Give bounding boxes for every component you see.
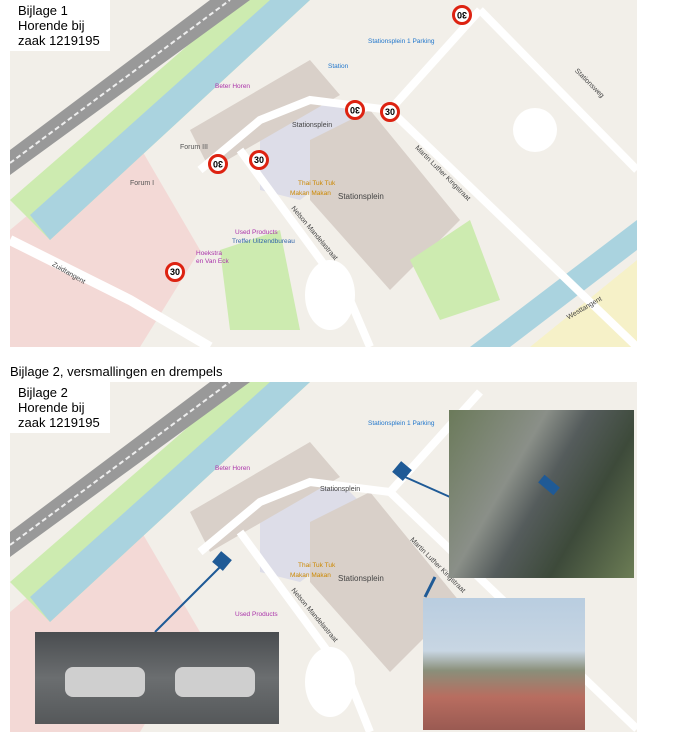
attachment-label: Bijlage 1 Horende bij zaak 1219195: [10, 0, 110, 51]
poi-forum: Forum I: [130, 180, 155, 187]
label-line: zaak 1219195: [18, 33, 100, 48]
aerial-photo: [449, 410, 634, 578]
square-name: Stationsplein: [338, 192, 384, 201]
poi-thai: Thai Tuk Tuk: [298, 562, 336, 569]
street-label: Stationsplein: [320, 486, 361, 493]
label-line: Horende bij: [18, 400, 85, 415]
poi-thai: Thai Tuk Tuk: [298, 180, 336, 187]
speed-limit-30-sign: 30: [165, 262, 185, 282]
map-bijlage-1: Bijlage 1 Horende bij zaak 1219195 Beter…: [10, 0, 637, 347]
speed-limit-30-sign: 30: [452, 5, 472, 25]
label-line: Bijlage 1: [18, 3, 68, 18]
speed-limit-30-sign: 30: [345, 100, 365, 120]
poi-makan: Makan Makan: [290, 572, 331, 579]
narrowing-marker: [538, 474, 560, 496]
poi-parking: Stationsplein 1 Parking: [368, 38, 435, 45]
map-bijlage-2: Bijlage 2 Horende bij zaak 1219195 Beter…: [10, 382, 637, 732]
speed-limit-30-sign: 30: [249, 150, 269, 170]
street-label: Stationsplein: [292, 122, 333, 129]
poi-station: Station: [328, 63, 349, 70]
label-line: Bijlage 2: [18, 385, 68, 400]
speed-limit-30-sign: 30: [208, 154, 228, 174]
poi-used-products: Used Products: [235, 611, 278, 618]
caption: Bijlage 2, versmallingen en drempels: [10, 364, 223, 379]
map-graphic: [10, 0, 637, 347]
poi-used-products: Used Products: [235, 229, 278, 236]
poi-forum: Forum III: [180, 144, 209, 151]
poi-beter-horen: Beter Horen: [215, 83, 251, 90]
poi-beter-horen: Beter Horen: [215, 465, 251, 472]
poi-vogelerij: Vogelerij: [520, 140, 545, 147]
poi-treffer: Treffer Uitzendbureau: [232, 238, 295, 245]
poi-hoekstra: Hoekstra en Van Eck: [196, 250, 229, 265]
speed-bump-photo: [35, 632, 279, 724]
poi-makan: Makan Makan: [290, 190, 331, 197]
square-name: Stationsplein: [338, 574, 384, 583]
label-line: zaak 1219195: [18, 415, 100, 430]
speed-limit-30-sign: 30: [380, 102, 400, 122]
attachment-label: Bijlage 2 Horende bij zaak 1219195: [10, 382, 110, 433]
poi-parking: Stationsplein 1 Parking: [368, 420, 435, 427]
street-photo: [423, 598, 585, 730]
label-line: Horende bij: [18, 18, 85, 33]
